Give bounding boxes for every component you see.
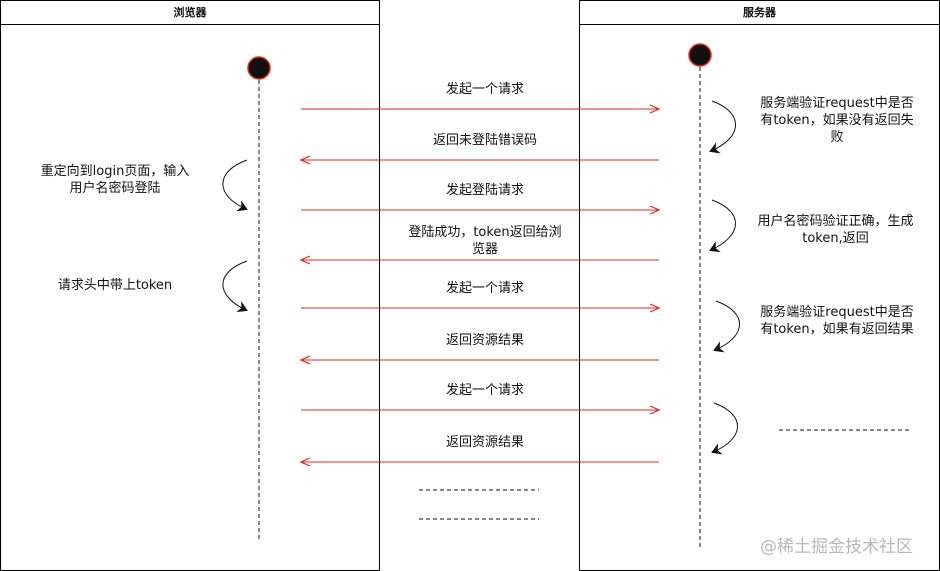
- self-call-arrow: [709, 100, 736, 154]
- message-label: 返回资源结果: [445, 435, 524, 450]
- watermark: @稀土掘金技术社区: [760, 537, 913, 557]
- browser-lifeline-head: [247, 56, 271, 80]
- message-label: 发起一个请求: [445, 82, 524, 97]
- browser-lane: 浏览器: [0, 0, 380, 571]
- server-note: 服务端验证request中是否 有token，如果没有返回失 败: [760, 96, 914, 145]
- self-call-arrow: [709, 199, 736, 253]
- self-call-arrow: [222, 159, 248, 212]
- server-note: 用户名密码验证正确，生成 token,返回: [757, 214, 914, 246]
- message-label: 登陆成功，token返回给浏 览器: [408, 225, 562, 257]
- server-lane-title: 服务器: [580, 1, 939, 25]
- server-lane: 服务器: [579, 0, 940, 571]
- message-label: 发起一个请求: [445, 281, 524, 296]
- server-note: 服务端验证request中是否 有token，如果有返回结果: [760, 305, 914, 337]
- self-call-arrow: [711, 402, 738, 455]
- browser-lane-title: 浏览器: [1, 1, 379, 25]
- message-label: 返回资源结果: [445, 333, 524, 348]
- self-call-arrow: [222, 260, 248, 313]
- message-label: 返回未登陆错误码: [432, 133, 537, 148]
- message-label: 发起登陆请求: [445, 183, 524, 198]
- message-label: 发起一个请求: [445, 383, 524, 398]
- browser-note: 重定向到login页面，输入 用户名密码登陆: [40, 164, 190, 196]
- server-lifeline-head: [688, 43, 712, 67]
- browser-note: 请求头中带上token: [57, 278, 173, 293]
- self-call-arrow: [713, 300, 740, 353]
